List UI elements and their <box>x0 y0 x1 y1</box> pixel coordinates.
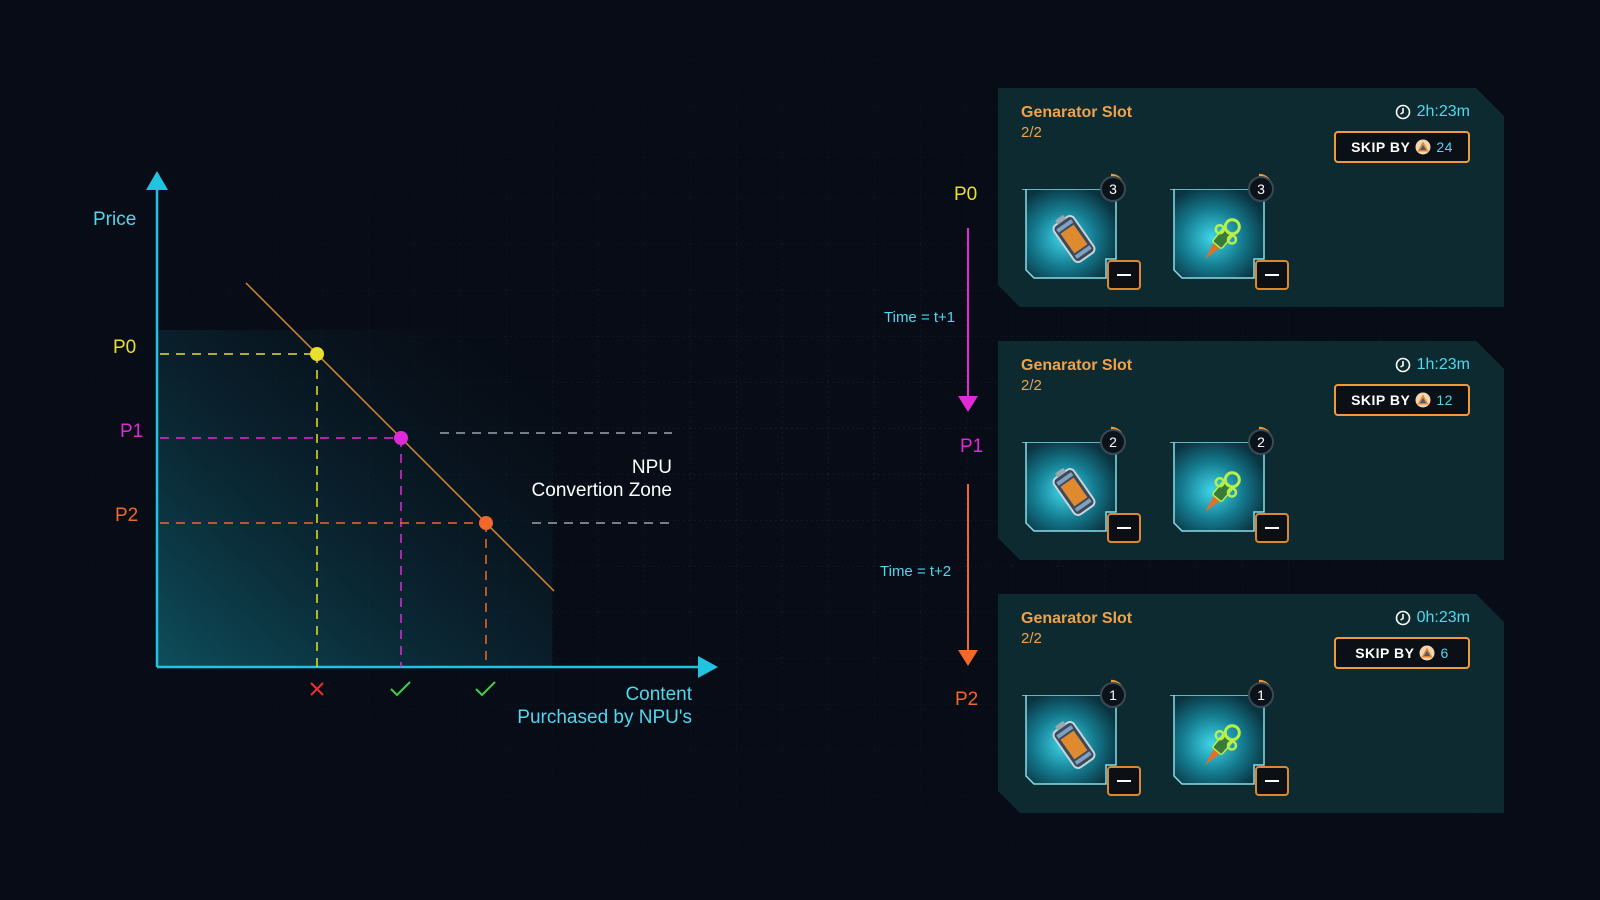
p2-point <box>479 516 493 530</box>
battery-cell-icon <box>1042 207 1106 271</box>
quantity-badge: 3 <box>1100 176 1126 202</box>
slot-timer: 1h:23m <box>1395 356 1470 374</box>
minus-icon <box>1265 274 1279 276</box>
quantity-badge: 2 <box>1248 429 1274 455</box>
remove-item-button[interactable] <box>1255 766 1289 796</box>
clock-icon <box>1395 357 1411 373</box>
timer-value: 0h:23m <box>1417 609 1470 627</box>
timeline-step-p2: P2 <box>955 689 978 711</box>
clock-icon <box>1395 610 1411 626</box>
skip-button[interactable]: SKIP BY 6 <box>1334 637 1470 669</box>
skip-button[interactable]: SKIP BY 24 <box>1334 131 1470 163</box>
slot-count: 2/2 <box>1021 630 1042 647</box>
slot-title: Genarator Slot <box>1021 610 1132 628</box>
item-card-battery-cell[interactable]: 3 <box>1022 189 1142 289</box>
minus-icon <box>1265 527 1279 529</box>
price-label-p1: P1 <box>120 421 143 443</box>
minus-icon <box>1265 780 1279 782</box>
p0-point <box>310 347 324 361</box>
minus-icon <box>1117 780 1131 782</box>
currency-coin-icon <box>1415 139 1431 155</box>
quantity-badge: 1 <box>1248 682 1274 708</box>
zone-label-line1: NPU <box>520 456 672 479</box>
item-card-battery-cell[interactable]: 1 <box>1022 695 1142 795</box>
slot-count: 2/2 <box>1021 377 1042 394</box>
skip-label: SKIP BY <box>1355 645 1414 661</box>
quantity-badge: 3 <box>1248 176 1274 202</box>
x-axis-label: Content Purchased by NPU's <box>500 683 692 729</box>
clock-icon <box>1395 104 1411 120</box>
currency-coin-icon <box>1415 392 1431 408</box>
zone-label-line2: Convertion Zone <box>520 479 672 502</box>
green-drill-icon <box>1190 460 1254 524</box>
price-label-p0: P0 <box>113 337 136 359</box>
chart-area-fill <box>157 330 552 667</box>
skip-cost: 24 <box>1436 139 1453 155</box>
item-card-battery-cell[interactable]: 2 <box>1022 442 1142 542</box>
green-drill-icon <box>1190 207 1254 271</box>
skip-cost: 6 <box>1440 645 1448 661</box>
x-axis-label-line1: Content <box>500 683 692 706</box>
timeline-step-p1: P1 <box>960 436 983 458</box>
item-card-green-drill[interactable]: 1 <box>1170 695 1290 795</box>
battery-cell-icon <box>1042 713 1106 777</box>
currency-coin-icon <box>1419 645 1435 661</box>
generator-slot-panel-3: Genarator Slot 2/2 0h:23m SKIP BY 6 <box>998 594 1504 813</box>
slot-count: 2/2 <box>1021 124 1042 141</box>
y-axis-label: Price <box>93 209 136 231</box>
generator-slot-panel-2: Genarator Slot 2/2 1h:23m SKIP BY 12 <box>998 341 1504 560</box>
remove-item-button[interactable] <box>1255 260 1289 290</box>
p1-point <box>394 431 408 445</box>
timer-value: 2h:23m <box>1417 103 1470 121</box>
remove-item-button[interactable] <box>1107 260 1141 290</box>
timeline-transition-1: Time = t+1 <box>884 309 955 326</box>
timeline-transition-2: Time = t+2 <box>880 563 951 580</box>
price-label-p2: P2 <box>115 505 138 527</box>
skip-label: SKIP BY <box>1351 392 1410 408</box>
remove-item-button[interactable] <box>1107 513 1141 543</box>
item-card-green-drill[interactable]: 3 <box>1170 189 1290 289</box>
slot-timer: 0h:23m <box>1395 609 1470 627</box>
slot-timer: 2h:23m <box>1395 103 1470 121</box>
battery-cell-icon <box>1042 460 1106 524</box>
remove-item-button[interactable] <box>1255 513 1289 543</box>
skip-button[interactable]: SKIP BY 12 <box>1334 384 1470 416</box>
slot-title: Genarator Slot <box>1021 357 1132 375</box>
timeline-step-p0: P0 <box>954 184 977 206</box>
quantity-badge: 2 <box>1100 429 1126 455</box>
x-axis-label-line2: Purchased by NPU's <box>500 706 692 729</box>
quantity-badge: 1 <box>1100 682 1126 708</box>
minus-icon <box>1117 527 1131 529</box>
minus-icon <box>1117 274 1131 276</box>
skip-label: SKIP BY <box>1351 139 1410 155</box>
slot-title: Genarator Slot <box>1021 104 1132 122</box>
green-drill-icon <box>1190 713 1254 777</box>
generator-slot-panel-1: Genarator Slot 2/2 2h:23m SKIP BY 24 <box>998 88 1504 307</box>
timer-value: 1h:23m <box>1417 356 1470 374</box>
remove-item-button[interactable] <box>1107 766 1141 796</box>
skip-cost: 12 <box>1436 392 1453 408</box>
item-card-green-drill[interactable]: 2 <box>1170 442 1290 542</box>
zone-label: NPU Convertion Zone <box>520 456 672 502</box>
